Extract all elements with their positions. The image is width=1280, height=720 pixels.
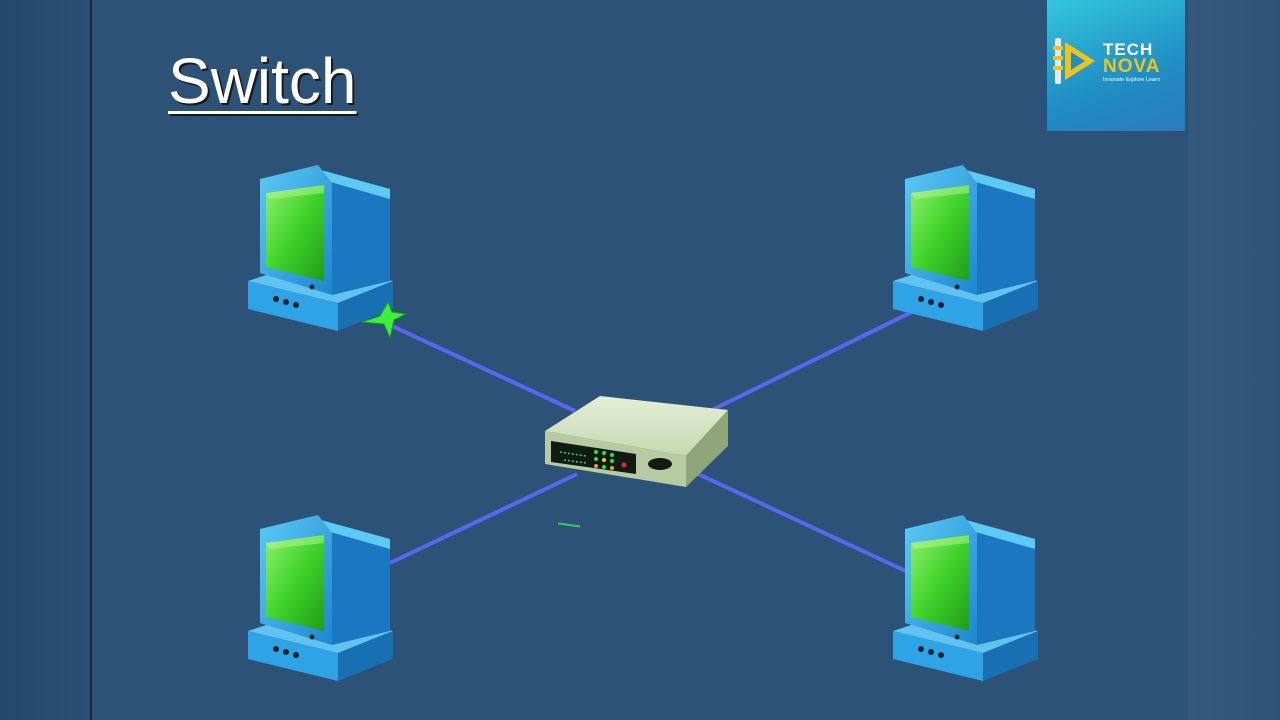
network-switch-icon xyxy=(545,396,728,528)
computer-bottom-right-icon xyxy=(893,515,1038,681)
computer-top-left-icon xyxy=(248,165,393,331)
computer-top-right-icon xyxy=(893,165,1038,331)
slide-title: Switch xyxy=(168,45,357,117)
cable-bottom-right xyxy=(697,472,911,575)
star-packet-icon xyxy=(361,300,408,340)
left-margin-band xyxy=(0,0,90,720)
left-divider-line xyxy=(90,0,92,720)
play-logo-icon xyxy=(1053,38,1095,84)
cable-top-right xyxy=(711,306,921,412)
logo-name-line2: NOVA xyxy=(1103,56,1161,77)
cable-bottom-left xyxy=(389,472,578,565)
right-margin-band xyxy=(1188,0,1280,720)
logo-name-line1: TECH xyxy=(1103,40,1154,59)
cable-top-left xyxy=(374,316,576,413)
computer-bottom-left-icon xyxy=(248,515,393,681)
logo-tagline: Innovate Explore Learn xyxy=(1103,77,1160,83)
channel-logo: TECH NOVA Innovate Explore Learn xyxy=(1047,0,1185,131)
